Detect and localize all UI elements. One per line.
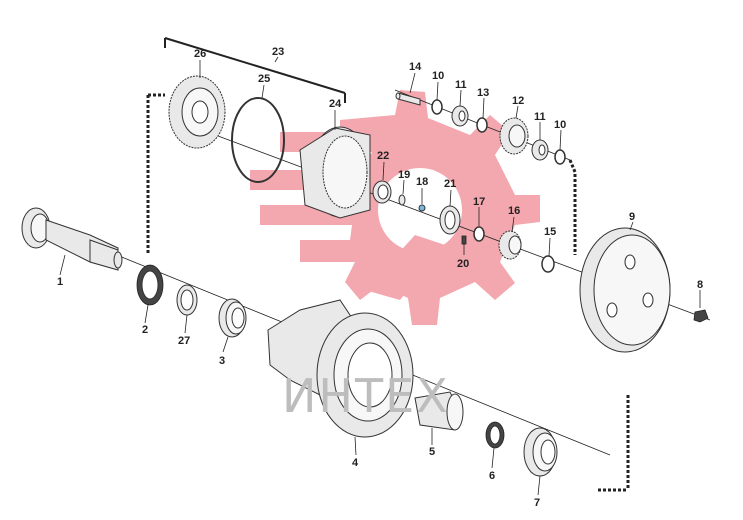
part-27-ring (176, 284, 198, 316)
part-3-bearing (218, 298, 247, 338)
part-6-ring (485, 421, 505, 449)
assembly-dashed-frame (146, 37, 630, 492)
part-19-washer (398, 194, 406, 206)
callout-17: 17 (473, 196, 485, 208)
callout-22: 22 (377, 150, 389, 162)
callout-8: 8 (697, 279, 703, 291)
part-1-axle-shaft (21, 207, 123, 271)
part-14-pin (395, 92, 421, 106)
callout-10-right: 10 (554, 119, 566, 131)
part-17-ring (473, 226, 485, 242)
callout-14: 14 (409, 61, 422, 73)
part-11-needle-bearing-right (531, 139, 549, 161)
callout-27: 27 (178, 335, 190, 347)
part-4-housing (267, 299, 414, 438)
callout-1: 1 (57, 276, 63, 288)
part-18-ball (418, 204, 426, 212)
callout-20: 20 (457, 258, 469, 270)
part-26-gear-hub (168, 75, 226, 149)
watermark-gear-logo (250, 90, 540, 325)
callout-15: 15 (544, 226, 556, 238)
callout-9: 9 (629, 211, 635, 223)
part-7-bearing (523, 427, 558, 477)
part-16-gear (498, 230, 522, 260)
callout-16: 16 (508, 205, 520, 217)
callout-18: 18 (416, 176, 428, 188)
callout-labels: 1 2 27 3 4 5 6 7 8 9 10 10 11 11 12 13 1… (57, 46, 703, 509)
part-11-needle-bearing-left (451, 105, 469, 127)
part-10-washer-left (431, 99, 443, 115)
part-2-seal (136, 264, 164, 306)
part-24-ring-gear (299, 126, 371, 219)
part-21-bearing (439, 205, 461, 235)
part-20-pin (461, 235, 467, 245)
leader-lines (59, 56, 701, 496)
part-15-ring (541, 255, 555, 273)
part-13-washer (476, 117, 488, 133)
callout-4: 4 (352, 457, 359, 469)
callout-24: 24 (329, 98, 342, 110)
callout-13: 13 (477, 87, 489, 99)
callout-19: 19 (398, 169, 410, 181)
callout-26: 26 (194, 48, 206, 60)
part-5-sleeve (414, 391, 464, 431)
callout-23: 23 (272, 46, 284, 58)
callout-6: 6 (489, 470, 495, 482)
callout-21: 21 (444, 178, 456, 190)
callout-10-left: 10 (432, 70, 444, 82)
watermark-text: ИНТЕХ (282, 369, 450, 423)
callout-11-right: 11 (534, 111, 546, 123)
part-8-bolt (693, 309, 709, 323)
part-22-bearing (372, 180, 392, 204)
part-9-planet-carrier (579, 227, 671, 353)
callout-5: 5 (429, 446, 435, 458)
callout-7: 7 (534, 497, 540, 509)
callout-25: 25 (258, 73, 270, 85)
callout-11-left: 11 (455, 79, 467, 91)
callout-12: 12 (512, 95, 524, 107)
part-25-snap-ring (231, 97, 285, 183)
callout-3: 3 (219, 355, 225, 367)
callout-2: 2 (142, 324, 148, 336)
part-10-washer-right (554, 149, 566, 165)
part-12-planet-gear (499, 117, 529, 155)
